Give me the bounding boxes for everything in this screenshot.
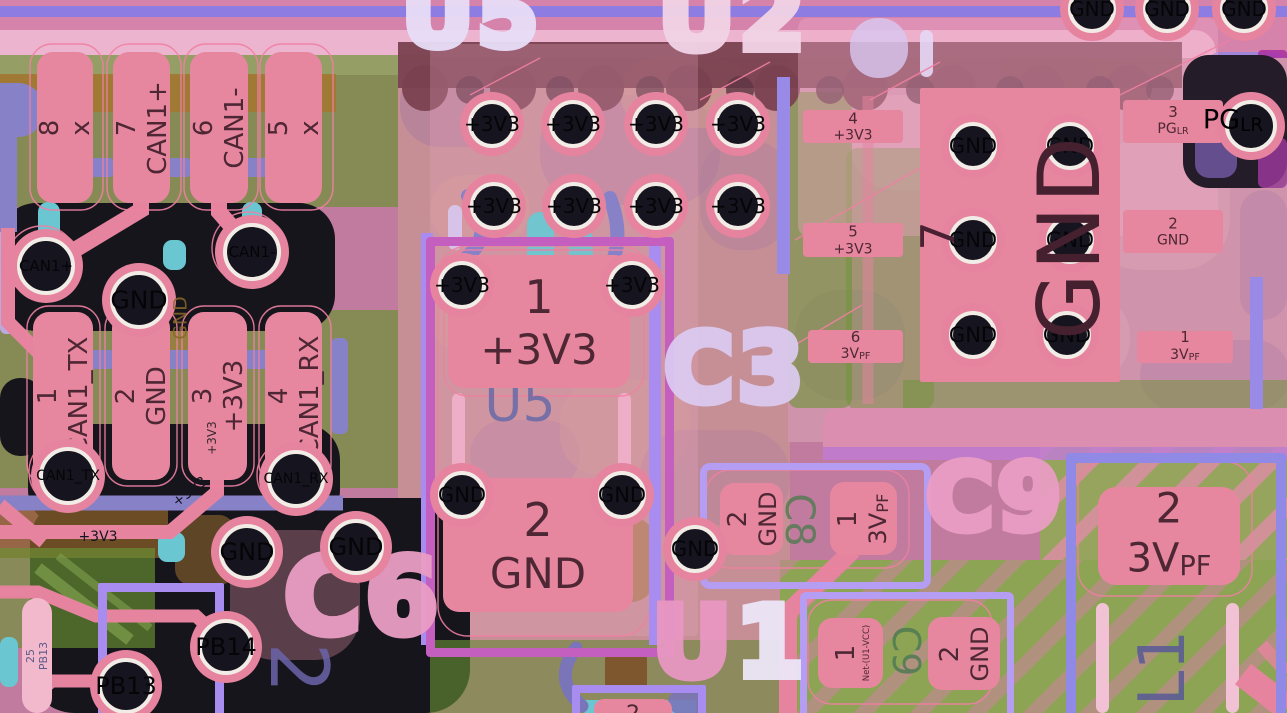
board-zone <box>163 240 186 270</box>
footprint-courtyard <box>572 685 706 713</box>
pad-2-nc[interactable]: 2 <box>594 699 672 713</box>
via-GND[interactable]: GND <box>598 471 646 519</box>
via-+3V3[interactable]: +3V3 <box>628 182 684 230</box>
footprint-courtyard <box>1250 277 1263 409</box>
via-+3V3[interactable]: +3V3 <box>628 100 684 148</box>
via-+3V3[interactable]: +3V3 <box>545 100 601 148</box>
via-GND[interactable]: GND <box>438 471 486 519</box>
silk-ref-U1[interactable]: U1 <box>648 586 808 700</box>
via-GND[interactable]: GND <box>1046 216 1094 264</box>
silk-ref-U2[interactable]: U2 <box>654 0 809 72</box>
via-PB13[interactable]: PB13 <box>95 658 157 713</box>
via-GND[interactable]: GND <box>1046 122 1094 170</box>
via-+3V3[interactable]: +3V3 <box>546 182 602 230</box>
board-zone <box>402 65 448 111</box>
via-GND[interactable]: GND <box>949 311 997 359</box>
via-+3V3[interactable]: +3V3 <box>710 182 766 230</box>
silk-ref-U5[interactable]: U5 <box>398 0 542 67</box>
footprint-courtyard <box>649 233 661 645</box>
net-label-+3V3: +3V3 <box>205 421 219 455</box>
via-GND[interactable]: GND <box>1068 0 1116 33</box>
via-+3V3[interactable]: +3V3 <box>466 182 522 230</box>
board-zone <box>903 380 1287 412</box>
board-zone <box>1240 190 1287 320</box>
silk-ref-C9[interactable]: C9 <box>922 444 1065 551</box>
via-+3V3[interactable]: +3V3 <box>710 100 766 148</box>
net-label-L1: L1 <box>1126 629 1200 707</box>
via-GND[interactable]: GND <box>949 122 997 170</box>
board-zone <box>0 637 18 687</box>
via-GND[interactable]: GND <box>219 524 275 580</box>
board-zone <box>331 338 348 434</box>
footprint-courtyard <box>800 592 1014 713</box>
board-zone <box>605 655 647 689</box>
via-GND[interactable]: GND <box>949 216 997 264</box>
board-zone <box>636 76 664 104</box>
via-+3V3[interactable]: +3V3 <box>604 261 660 309</box>
footprint-courtyard <box>1066 453 1286 713</box>
net-label-PG: PGLR <box>1202 104 1264 136</box>
board-zone <box>1096 603 1109 713</box>
net-label-7: 7 <box>911 221 965 251</box>
via-GND[interactable]: GND <box>671 525 719 573</box>
board-zone <box>0 135 17 232</box>
net-label-GND: GND <box>1020 133 1120 341</box>
silk-ref-C3[interactable]: C3 <box>660 314 808 424</box>
board-zone <box>0 6 1287 17</box>
via-GND[interactable]: GND <box>328 519 384 575</box>
via-GND[interactable]: GND <box>1043 311 1091 359</box>
net-label-+3V3: +3V3 <box>78 529 118 545</box>
via-GND[interactable]: GND <box>110 271 168 329</box>
footprint-courtyard <box>777 77 790 274</box>
via-pad[interactable] <box>1225 100 1277 152</box>
board-zone <box>546 76 574 104</box>
board-zone <box>816 76 844 104</box>
via-+3V3[interactable]: +3V3 <box>434 261 490 309</box>
via-CAN1_RX[interactable]: CAN1_RX <box>263 450 329 508</box>
net-label-GND: GND <box>169 296 192 340</box>
via-CAN1+[interactable]: CAN1+ <box>17 237 75 295</box>
via-PB14[interactable]: PB14 <box>195 619 257 675</box>
board-zone <box>668 690 706 713</box>
via-+3V3[interactable]: +3V3 <box>464 100 520 148</box>
via-CAN1_TX[interactable]: CAN1_TX <box>36 447 100 505</box>
pad-3-+3V3[interactable]: 3+3V3 <box>187 312 248 480</box>
footprint-courtyard <box>426 237 674 657</box>
net-label-+3V3: +3V3 <box>169 473 211 511</box>
pad-5-+3V3[interactable]: 5+3V3 <box>803 223 903 257</box>
pad-4-+3V3[interactable]: 4+3V3 <box>803 109 903 144</box>
via-CAN1-[interactable]: CAN1- <box>223 223 281 281</box>
